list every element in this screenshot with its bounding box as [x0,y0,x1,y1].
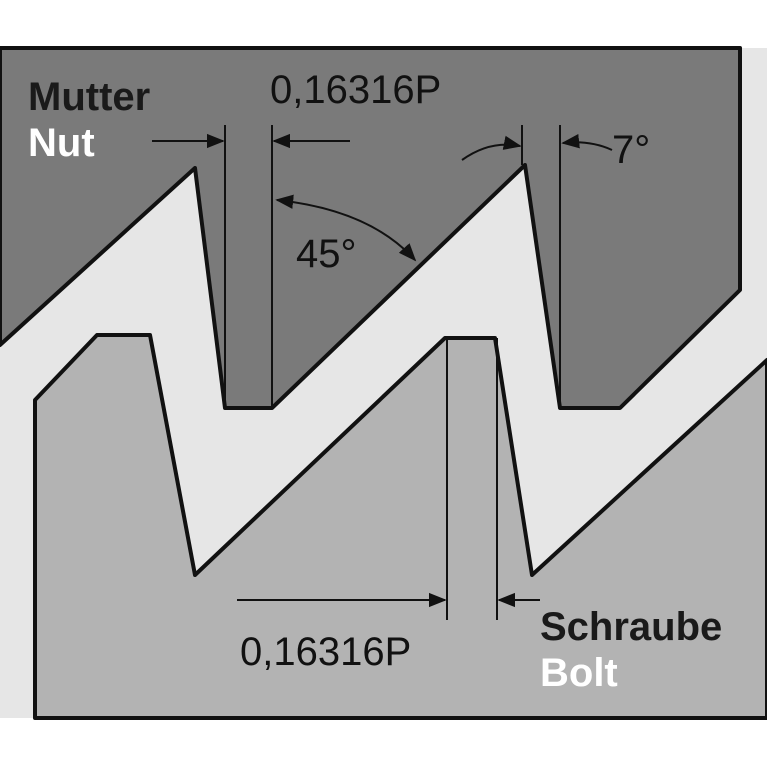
bottom-dimension-label: 0,16316P [240,630,411,674]
angle-45-arc [275,194,417,262]
nut-label-english: Nut [28,121,95,165]
bolt-label-english: Bolt [540,651,618,695]
angle-7-arc-right [561,134,613,151]
angle-45-label: 45° [296,232,357,276]
nut-label-german: Mutter [28,75,150,119]
bolt-profile [33,333,767,720]
top-dimension-label: 0,16316P [270,68,441,112]
angle-7-arc-left [461,135,522,161]
bolt-label-german: Schraube [540,605,722,649]
angle-7-label: 7° [612,128,650,172]
